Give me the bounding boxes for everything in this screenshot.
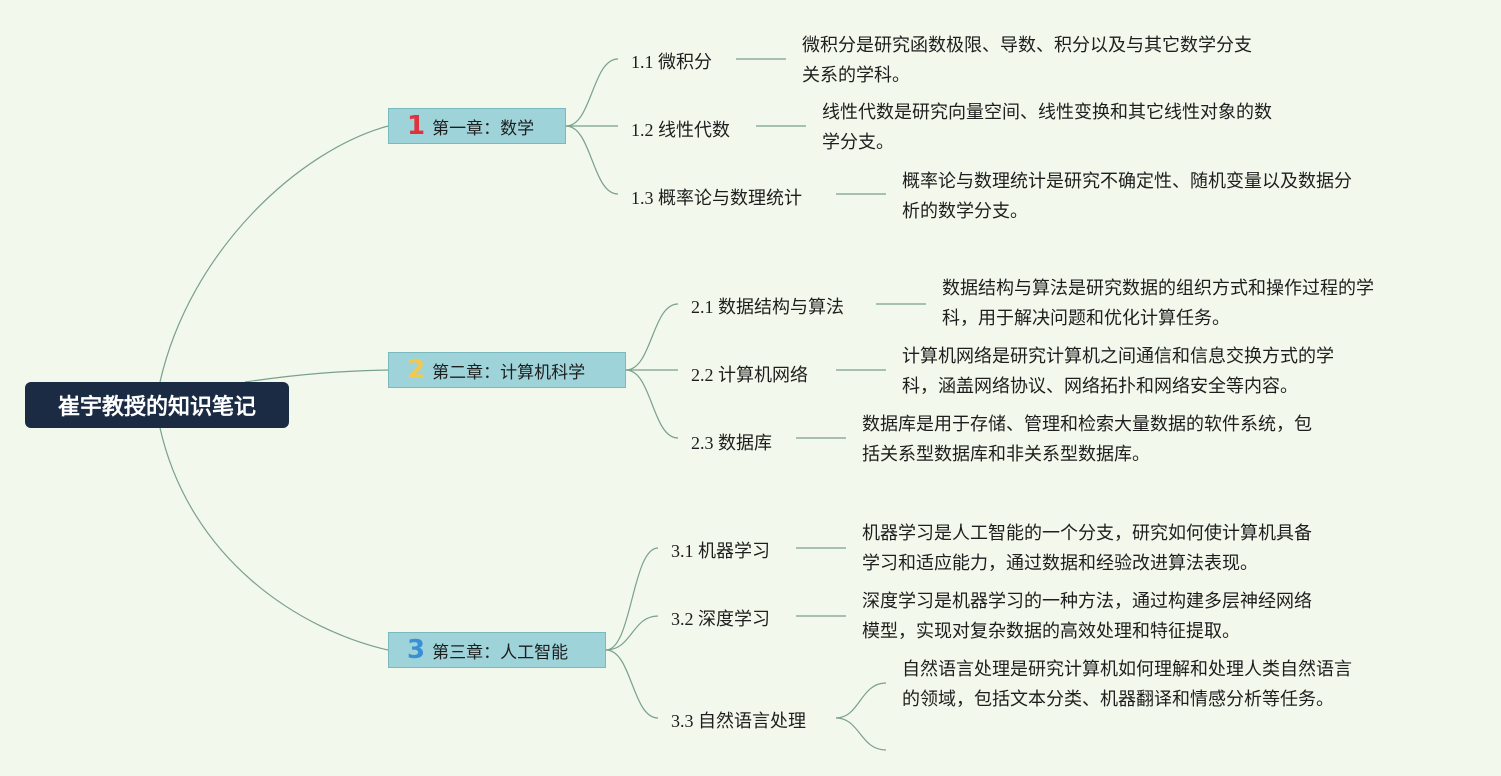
chapter-label: 第三章：人工智能 (432, 642, 569, 663)
topic-2-3[interactable]: 2.3 数据库 (691, 433, 772, 453)
root-to-chapter-3-line (159, 427, 389, 651)
chapter-label: 第二章：计算机科学 (432, 362, 586, 383)
topic-1-2[interactable]: 1.2 线性代数 (631, 120, 730, 140)
topic-1-3[interactable]: 1.3 概率论与数理统计 (631, 188, 802, 208)
topic-1-2-description: 线性代数是研究向量空间、线性变换和其它线性对象的数 学分支。 (822, 97, 1272, 157)
topic-1-1-description: 微积分是研究函数极限、导数、积分以及与其它数学分支 关系的学科。 (802, 30, 1252, 90)
topic-1-3-description: 概率论与数理统计是研究不确定性、随机变量以及数据分 析的数学分支。 (902, 166, 1352, 226)
description-line: 微积分是研究函数极限、导数、积分以及与其它数学分支 (802, 35, 1252, 55)
topic-2-1-description: 数据结构与算法是研究数据的组织方式和操作过程的学 科，用于解决问题和优化计算任务… (942, 273, 1374, 333)
chapter-label: 第一章：数学 (432, 118, 535, 139)
description-line: 计算机网络是研究计算机之间通信和信息交换方式的学 (902, 346, 1334, 366)
root-node[interactable]: 崔宇教授的知识笔记 (25, 382, 289, 428)
root-to-chapter-2-line (244, 369, 389, 383)
topic-3-3-description: 自然语言处理是研究计算机如何理解和处理人类自然语言 的领域，包括文本分类、机器翻… (902, 654, 1352, 714)
topic-2-2-description: 计算机网络是研究计算机之间通信和信息交换方式的学 科，涵盖网络协议、网络拓扑和网… (902, 341, 1334, 401)
description-line: 数据库是用于存储、管理和检索大量数据的软件系统，包 (862, 414, 1312, 434)
chapter-3-branch-1 (605, 547, 659, 651)
topic-2-1[interactable]: 2.1 数据结构与算法 (691, 297, 844, 317)
chapter-1-node[interactable]: 1 第一章：数学 (388, 108, 566, 144)
chapter-2-branch-3 (625, 369, 679, 439)
description-line: 学习和适应能力，通过数据和经验改进算法表现。 (862, 553, 1258, 573)
description-line: 括关系型数据库和非关系型数据库。 (862, 444, 1150, 464)
description-line: 概率论与数理统计是研究不确定性、随机变量以及数据分 (902, 171, 1352, 191)
chapter-1-branch-3 (565, 125, 619, 195)
topic-3-1-description: 机器学习是人工智能的一个分支，研究如何使计算机具备 学习和适应能力，通过数据和经… (862, 518, 1312, 578)
description-line: 自然语言处理是研究计算机如何理解和处理人类自然语言 (902, 659, 1352, 679)
description-line: 机器学习是人工智能的一个分支，研究如何使计算机具备 (862, 523, 1312, 543)
description-line: 深度学习是机器学习的一种方法，通过构建多层神经网络 (862, 591, 1312, 611)
root-to-chapter-1-line (159, 125, 389, 383)
topic-3-2[interactable]: 3.2 深度学习 (671, 609, 770, 629)
description-line: 模型，实现对复杂数据的高效处理和特征提取。 (862, 621, 1240, 641)
chapter-2-branch-1 (625, 303, 679, 371)
root-title: 崔宇教授的知识笔记 (57, 395, 256, 420)
description-line: 科，用于解决问题和优化计算任务。 (942, 308, 1230, 328)
topic-2-2[interactable]: 2.2 计算机网络 (691, 365, 808, 385)
chapter-number-badge: 3 (407, 635, 426, 665)
chapter-3-branch-2 (605, 615, 659, 651)
description-line: 关系的学科。 (802, 65, 910, 85)
chapter-3-branch-3 (605, 649, 659, 719)
topic-1-1[interactable]: 1.1 微积分 (631, 52, 712, 72)
description-line: 学分支。 (822, 132, 894, 152)
chapter-1-branch-1 (565, 58, 619, 127)
chapter-number-badge: 1 (407, 111, 426, 141)
topic-2-3-description: 数据库是用于存储、管理和检索大量数据的软件系统，包 括关系型数据库和非关系型数据… (862, 409, 1312, 469)
topic-3-3-connector-lower (835, 717, 887, 751)
description-line: 数据结构与算法是研究数据的组织方式和操作过程的学 (942, 278, 1374, 298)
description-line: 科，涵盖网络协议、网络拓扑和网络安全等内容。 (902, 376, 1298, 396)
topic-3-1[interactable]: 3.1 机器学习 (671, 541, 770, 561)
chapter-number-badge: 2 (407, 355, 426, 385)
chapter-2-node[interactable]: 2 第二章：计算机科学 (388, 352, 626, 388)
topic-3-2-description: 深度学习是机器学习的一种方法，通过构建多层神经网络 模型，实现对复杂数据的高效处… (862, 586, 1312, 646)
chapter-3-node[interactable]: 3 第三章：人工智能 (388, 632, 606, 668)
topic-3-3-connector-upper (835, 682, 887, 719)
description-line: 析的数学分支。 (902, 201, 1028, 221)
description-line: 线性代数是研究向量空间、线性变换和其它线性对象的数 (822, 102, 1272, 122)
topic-3-3[interactable]: 3.3 自然语言处理 (671, 711, 806, 731)
description-line: 的领域，包括文本分类、机器翻译和情感分析等任务。 (902, 689, 1334, 709)
